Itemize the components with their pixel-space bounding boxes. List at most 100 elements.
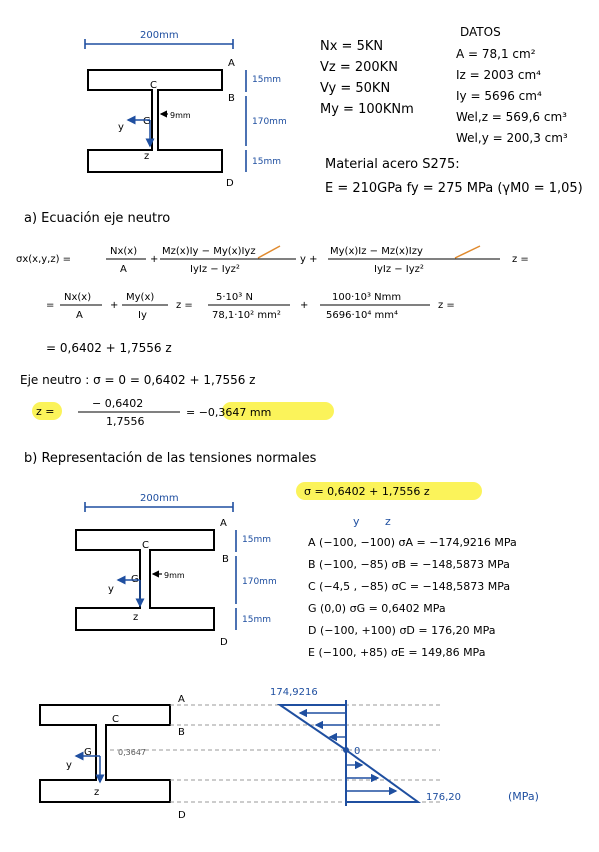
dim-web-height: 170mm (242, 577, 277, 587)
dim-web-height: 170mm (252, 117, 287, 127)
neutral-axis-offset-label: 0,3647 (118, 748, 146, 757)
eq2-t1-den: A (76, 310, 83, 321)
result-num: − 0,6402 (92, 397, 143, 410)
strike-mark (257, 245, 281, 259)
load-vz: Vz = 200KN (320, 60, 398, 75)
eq3: = 0,6402 + 1,7556 z (46, 341, 172, 355)
datos-area: A = 78,1 cm² (456, 47, 536, 61)
eq1-t2-var: y + (300, 254, 317, 265)
y-axis-label: y (108, 584, 114, 595)
eq1-lhs: σx(x,y,z) = (16, 254, 71, 265)
dim-top-flange: 15mm (242, 535, 271, 545)
stress-row-d: D (−100, +100) σD = 176,20 MPa (308, 624, 495, 637)
equation-2: = Nx(x) A + My(x) Iy z = 5·10³ N 78,1·10… (46, 292, 455, 321)
result-lhs: z = (36, 405, 55, 418)
section-a-title: a) Ecuación eje neutro (24, 211, 170, 226)
eje-neutro-line: Eje neutro : σ = 0 = 0,6402 + 1,7556 z (20, 373, 255, 387)
eq1-t2-den: IyIz − Iyz² (190, 264, 240, 275)
z-axis-label: z (144, 151, 149, 162)
equation-1: σx(x,y,z) = Nx(x) A + Mz(x)Iy − My(x)Iyz… (16, 245, 529, 275)
stress-unit-label: (MPa) (508, 790, 539, 803)
y-axis-label: y (118, 122, 124, 133)
point-b-label: B (178, 727, 185, 738)
neutral-axis-result: z = − 0,6402 1,7556 = −0,3647 mm (32, 397, 334, 428)
svg-text:+: + (300, 300, 308, 311)
datos-iy: Iy = 5696 cm⁴ (456, 89, 542, 103)
point-b-label: B (222, 554, 229, 565)
svg-text:=: = (46, 300, 54, 311)
i-section-outline (87, 69, 223, 173)
eq2-t3-num: 5·10³ N (216, 292, 253, 303)
i-section-outline (39, 704, 171, 803)
strike-mark (454, 245, 481, 259)
web-thickness-label: 9mm (164, 571, 185, 580)
eq2-t2-var: z = (176, 300, 193, 311)
dim-top-flange: 15mm (252, 75, 281, 85)
tension-triangle (345, 748, 422, 803)
web-thickness-label: 9mm (170, 111, 191, 120)
stress-row-b: B (−100, −85) σB = −148,5873 MPa (308, 558, 510, 571)
z-axis-label: z (133, 612, 138, 623)
section-b-title: b) Representación de las tensiones norma… (24, 451, 317, 466)
eq2-t2-num: My(x) (126, 292, 154, 303)
svg-text:+: + (110, 300, 118, 311)
datos-title: DATOS (460, 25, 501, 39)
eq2-t4-num: 100·10³ Nmm (332, 292, 401, 303)
result-rhs: = −0,3647 mm (186, 406, 271, 419)
point-d-label: D (220, 637, 228, 648)
load-my: My = 100KNm (320, 102, 414, 117)
dim-bottom-flange: 15mm (252, 157, 281, 167)
point-d-label: D (178, 810, 186, 821)
point-a-label: A (220, 518, 227, 529)
sigma-equation-highlight: σ = 0,6402 + 1,7556 z (296, 482, 482, 500)
eq1-t3-den: IyIz − Iyz² (374, 264, 424, 275)
top-section-figure: 200mm A B C G D y z 9mm 15mm 170mm 15mm (84, 30, 287, 189)
eq1-t1-den: A (120, 264, 127, 275)
compression-triangle (276, 704, 347, 752)
datos-wely: Wel,y = 200,3 cm³ (456, 131, 568, 145)
point-c-label: C (142, 540, 149, 551)
point-a-label: A (228, 58, 235, 69)
svg-text:+: + (150, 254, 158, 265)
stress-row-c: C (−4,5 , −85) σC = −148,5873 MPa (308, 580, 510, 593)
width-label: 200mm (140, 30, 179, 41)
point-b-label: B (228, 93, 235, 104)
y-column-header: y (353, 515, 360, 528)
stress-diagram-figure: A B C G D y z 0,3647 174,9216 0 176,20 (… (39, 687, 539, 821)
material-block: Material acero S275: E = 210GPa fy = 275… (325, 157, 583, 196)
middle-section-figure: 200mm A B C G D y z 9mm 15mm 170mm 15mm (75, 493, 277, 648)
point-a-label: A (178, 694, 185, 705)
material-line-2: E = 210GPa fy = 275 MPa (γM0 = 1,05) (325, 181, 583, 196)
load-vy: Vy = 50KN (320, 81, 390, 96)
eq1-t3-num: My(x)Iz − Mz(x)Izy (330, 246, 423, 257)
datos-block: DATOS A = 78,1 cm² Iz = 2003 cm⁴ Iy = 56… (456, 25, 568, 145)
point-d-label: D (226, 178, 234, 189)
load-nx: Nx = 5KN (320, 39, 383, 54)
result-den: 1,7556 (106, 415, 145, 428)
eq2-t4-var: z = (438, 300, 455, 311)
eq2-t3-den: 78,1·10² mm² (212, 310, 281, 321)
z-column-header: z (385, 515, 391, 528)
point-c-label: C (150, 80, 157, 91)
loads-list: Nx = 5KN Vz = 200KN Vy = 50KN My = 100KN… (320, 39, 414, 117)
zero-stress-label: 0 (354, 746, 360, 757)
dim-bottom-flange: 15mm (242, 615, 271, 625)
eq1-t1-num: Nx(x) (110, 246, 137, 257)
width-label: 200mm (140, 493, 179, 504)
y-axis-label: y (66, 760, 72, 771)
stress-row-e: E (−100, +85) σE = 149,86 MPa (308, 646, 485, 659)
bottom-stress-value: 176,20 (426, 792, 461, 803)
top-stress-value: 174,9216 (270, 687, 318, 698)
stress-results-list: A (−100, −100) σA = −174,9216 MPa B (−10… (308, 536, 517, 659)
eq2-t1-num: Nx(x) (64, 292, 91, 303)
i-section-outline (75, 529, 215, 631)
z-axis-label: z (94, 787, 99, 798)
point-g-label: G (84, 747, 92, 758)
datos-iz: Iz = 2003 cm⁴ (456, 68, 541, 82)
stress-row-g: G (0,0) σG = 0,6402 MPa (308, 602, 446, 615)
datos-welz: Wel,z = 569,6 cm³ (456, 110, 567, 124)
stress-row-a: A (−100, −100) σA = −174,9216 MPa (308, 536, 517, 549)
eq2-t4-den: 5696·10⁴ mm⁴ (326, 310, 398, 321)
